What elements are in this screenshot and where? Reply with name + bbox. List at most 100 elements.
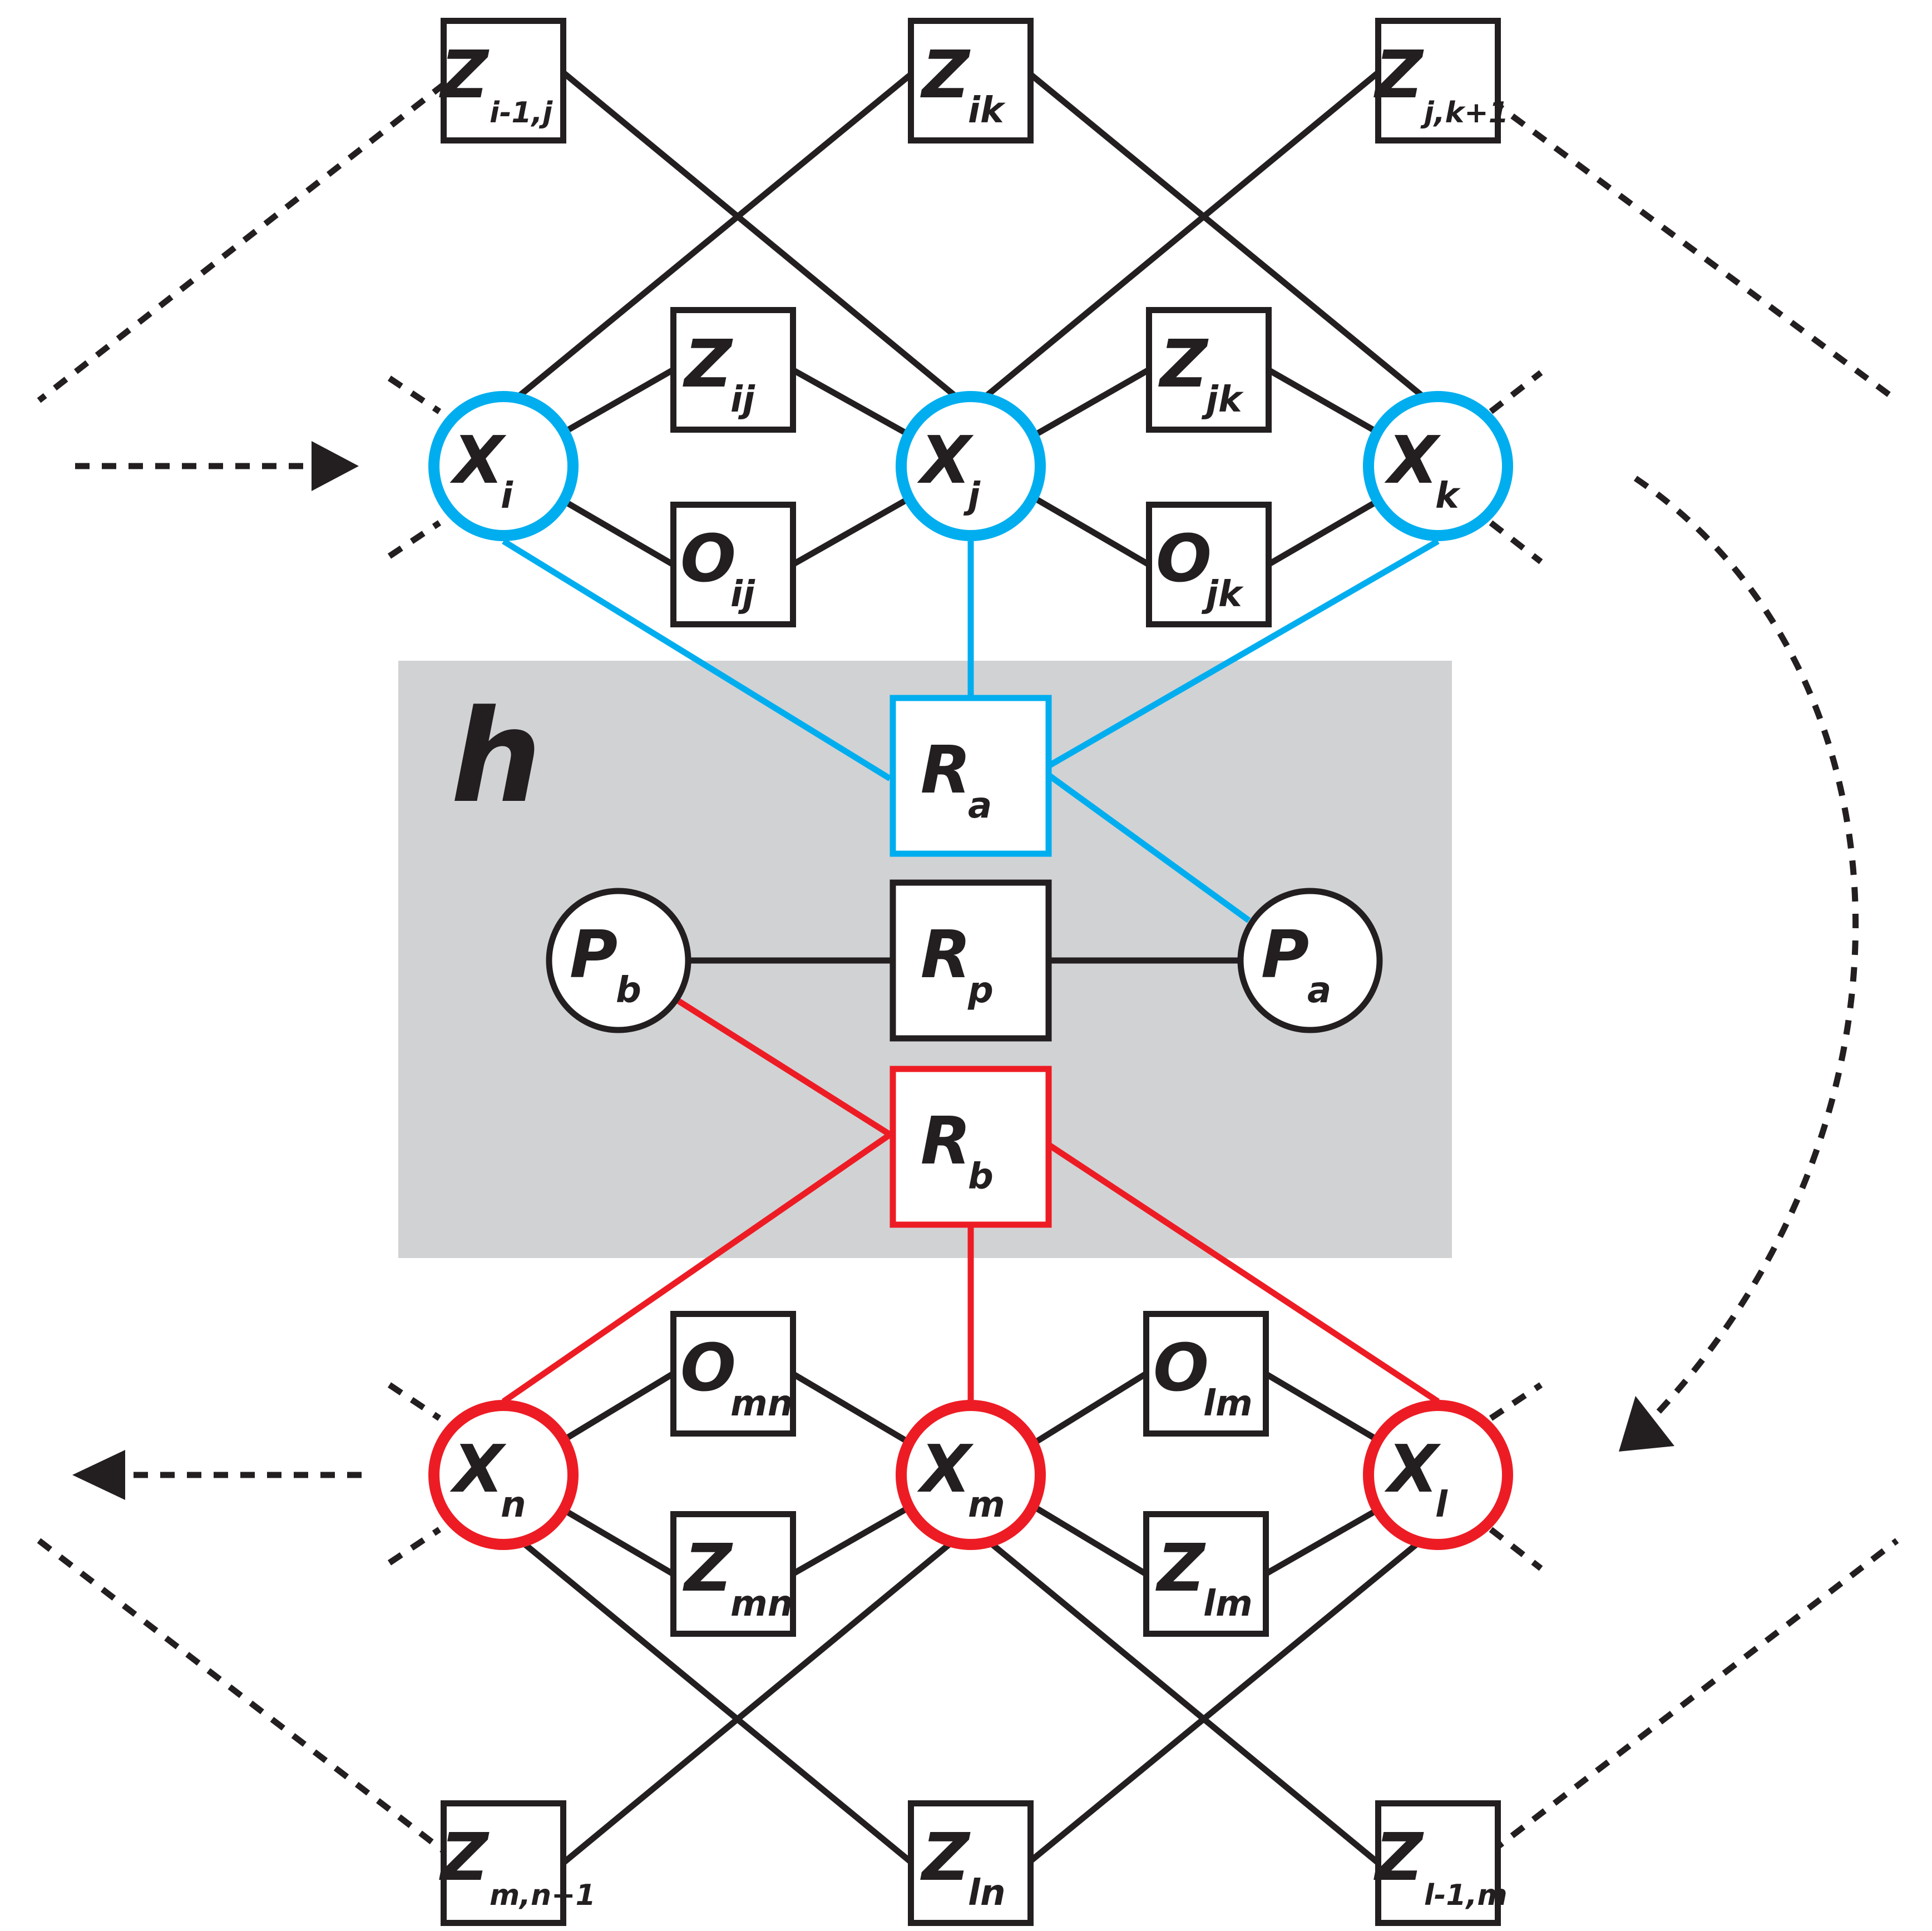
- node-label: Z: [682, 1529, 733, 1606]
- node-label: X: [1385, 422, 1441, 498]
- node-z-mn: Zmn: [670, 1511, 796, 1637]
- node-x-k: Xk: [1363, 391, 1513, 541]
- node-z-ik: Zik: [908, 18, 1034, 143]
- node-shape: [546, 888, 691, 1033]
- node-label: P: [570, 916, 617, 993]
- node-x-m: Xm: [896, 1400, 1046, 1550]
- node-subscript: mn: [730, 1583, 793, 1625]
- node-label: Z: [682, 325, 733, 402]
- node-subscript: m: [968, 1484, 1005, 1526]
- node-shape: [1363, 1400, 1513, 1550]
- node-label: X: [917, 1430, 974, 1507]
- node-label: Z: [1373, 36, 1424, 113]
- node-label: R: [921, 916, 971, 993]
- node-subscript: l: [1435, 1484, 1448, 1526]
- edges-hidden: [501, 538, 1440, 1404]
- node-shape: [670, 502, 796, 627]
- node-shape: [670, 1511, 796, 1637]
- node-label: O: [680, 1329, 736, 1406]
- node-subscript: a: [968, 785, 992, 826]
- node-z-jk: Zjk: [1146, 307, 1272, 433]
- node-x-i: Xi: [428, 391, 579, 541]
- hidden-region-label: h: [451, 683, 542, 831]
- node-subscript: jk: [1201, 379, 1244, 420]
- edges-top: [501, 70, 1440, 567]
- node-shape: [1375, 18, 1501, 143]
- node-o-jk: Ojk: [1146, 502, 1272, 627]
- node-z-lm: Zlm: [1143, 1511, 1269, 1637]
- node-label: X: [450, 1430, 507, 1507]
- node-x-n: Xn: [428, 1400, 579, 1550]
- node-r-p: Rp: [890, 879, 1052, 1042]
- node-p-b: Pb: [546, 888, 691, 1033]
- node-subscript: n: [501, 1484, 526, 1526]
- node-label: O: [680, 520, 736, 597]
- node-shape: [890, 1066, 1052, 1228]
- node-shape: [896, 1400, 1046, 1550]
- node-label: Z: [1373, 1819, 1424, 1895]
- node-shape: [890, 695, 1052, 857]
- node-shape: [1143, 1511, 1269, 1637]
- node-subscript: jk: [1201, 574, 1244, 615]
- node-x-j: Xj: [896, 391, 1046, 541]
- node-shape: [441, 18, 566, 143]
- node-shape: [428, 1400, 579, 1550]
- node-label: P: [1261, 916, 1309, 993]
- node-shape: [428, 391, 579, 541]
- node-shape: [670, 1311, 796, 1437]
- node-subscript: mn: [730, 1383, 793, 1424]
- node-shape: [908, 18, 1034, 143]
- arrow-curved-icon: [1619, 1396, 1674, 1452]
- node-z-ln: Zln: [908, 1800, 1034, 1926]
- node-label: X: [450, 422, 507, 498]
- node-subscript: b: [968, 1156, 994, 1197]
- node-label: Z: [438, 1819, 490, 1895]
- node-label: X: [1385, 1430, 1441, 1507]
- arrow-left-icon: [72, 1450, 125, 1500]
- node-r-b: Rb: [890, 1066, 1052, 1228]
- node-x-l: Xl: [1363, 1400, 1513, 1550]
- node-o-mn: Omn: [670, 1311, 796, 1437]
- node-shape: [1237, 888, 1383, 1033]
- node-label: X: [917, 422, 974, 498]
- node-subscript: ij: [730, 379, 755, 420]
- node-shape: [908, 1800, 1034, 1926]
- node-o-ij: Oij: [670, 502, 796, 627]
- node-label: Z: [438, 36, 490, 113]
- node-subscript: i: [501, 476, 513, 517]
- node-subscript: ln: [968, 1873, 1006, 1914]
- node-p-a: Pa: [1237, 888, 1383, 1033]
- node-label: Z: [1155, 1529, 1206, 1606]
- node-subscript: p: [967, 970, 994, 1011]
- node-o-lm: Olm: [1143, 1311, 1269, 1437]
- node-shape: [890, 879, 1052, 1042]
- node-subscript: lm: [1203, 1383, 1253, 1424]
- node-r-a: Ra: [890, 695, 1052, 857]
- node-shape: [441, 1800, 566, 1926]
- node-subscript: i-1,j: [490, 96, 553, 130]
- node-subscript: b: [616, 970, 641, 1011]
- node-shape: [1375, 1800, 1501, 1926]
- dotted-connections: [37, 81, 1899, 1855]
- node-subscript: k: [1435, 476, 1461, 517]
- edges-bottom: [501, 1371, 1440, 1866]
- node-subscript: j,k+1: [1420, 96, 1509, 130]
- node-shape: [1363, 391, 1513, 541]
- node-label: Z: [1158, 325, 1209, 402]
- node-shape: [1143, 1311, 1269, 1437]
- arrow-right-icon: [312, 441, 359, 491]
- node-label: O: [1153, 1329, 1209, 1406]
- node-shape: [670, 307, 796, 433]
- node-label: O: [1156, 520, 1212, 597]
- node-subscript: a: [1307, 970, 1331, 1011]
- node-subscript: lm: [1203, 1583, 1253, 1625]
- node-subscript: ik: [968, 90, 1006, 131]
- node-label: R: [921, 731, 971, 808]
- node-shape: [1146, 502, 1272, 627]
